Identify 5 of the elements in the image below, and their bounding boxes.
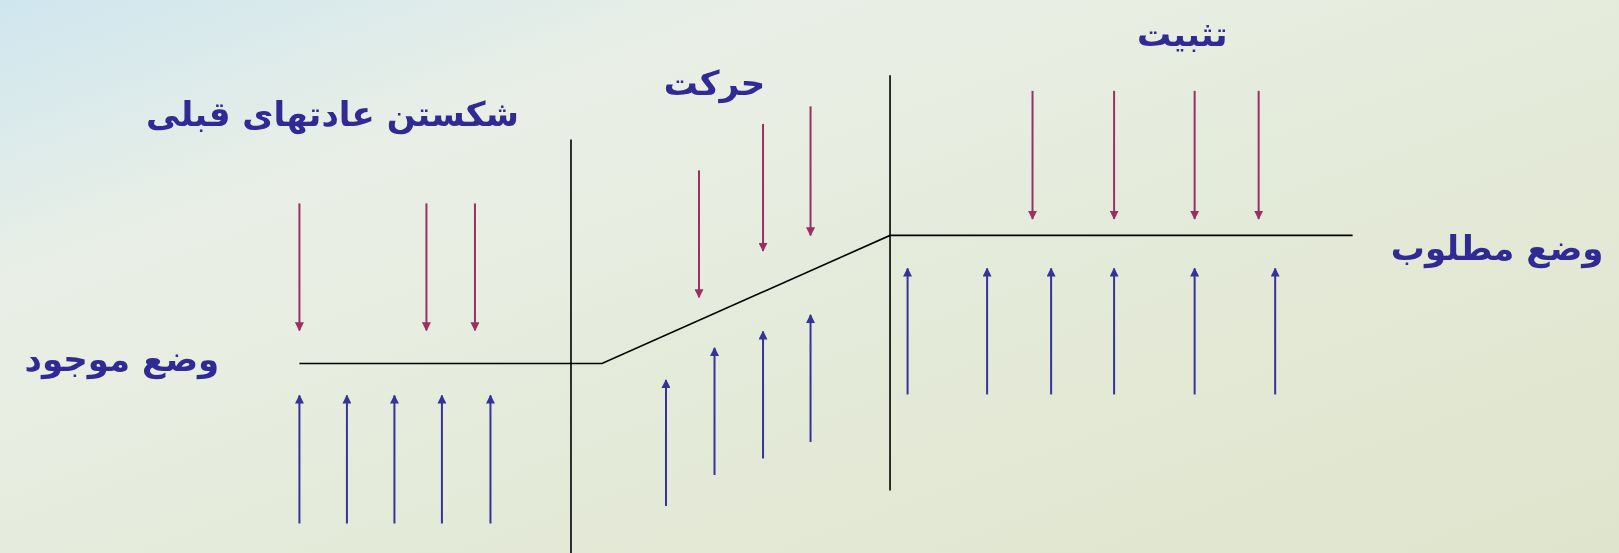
state-label: وضع مطلوب xyxy=(1390,227,1604,269)
phase-title: تثبیت xyxy=(1137,13,1228,55)
phase-title: حرکت xyxy=(663,62,766,103)
phase-title: شکستن عادتهای قبلی xyxy=(146,93,519,134)
state-label: وضع موجود xyxy=(24,338,220,380)
